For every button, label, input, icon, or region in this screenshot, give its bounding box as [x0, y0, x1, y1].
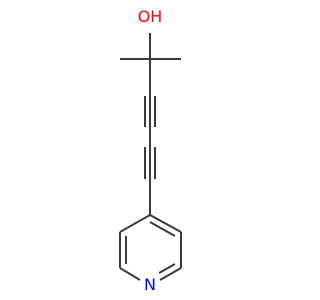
triple-bond-1 — [144, 95, 156, 128]
pyridine-ring — [119, 214, 182, 281]
hydroxyl-label: OH — [138, 7, 163, 26]
molecule-canvas: OH N — [119, 7, 182, 294]
nitrogen-label: N — [144, 275, 156, 294]
triple-bond-2 — [144, 146, 156, 180]
structure-diagram: OH N — [119, 7, 182, 294]
